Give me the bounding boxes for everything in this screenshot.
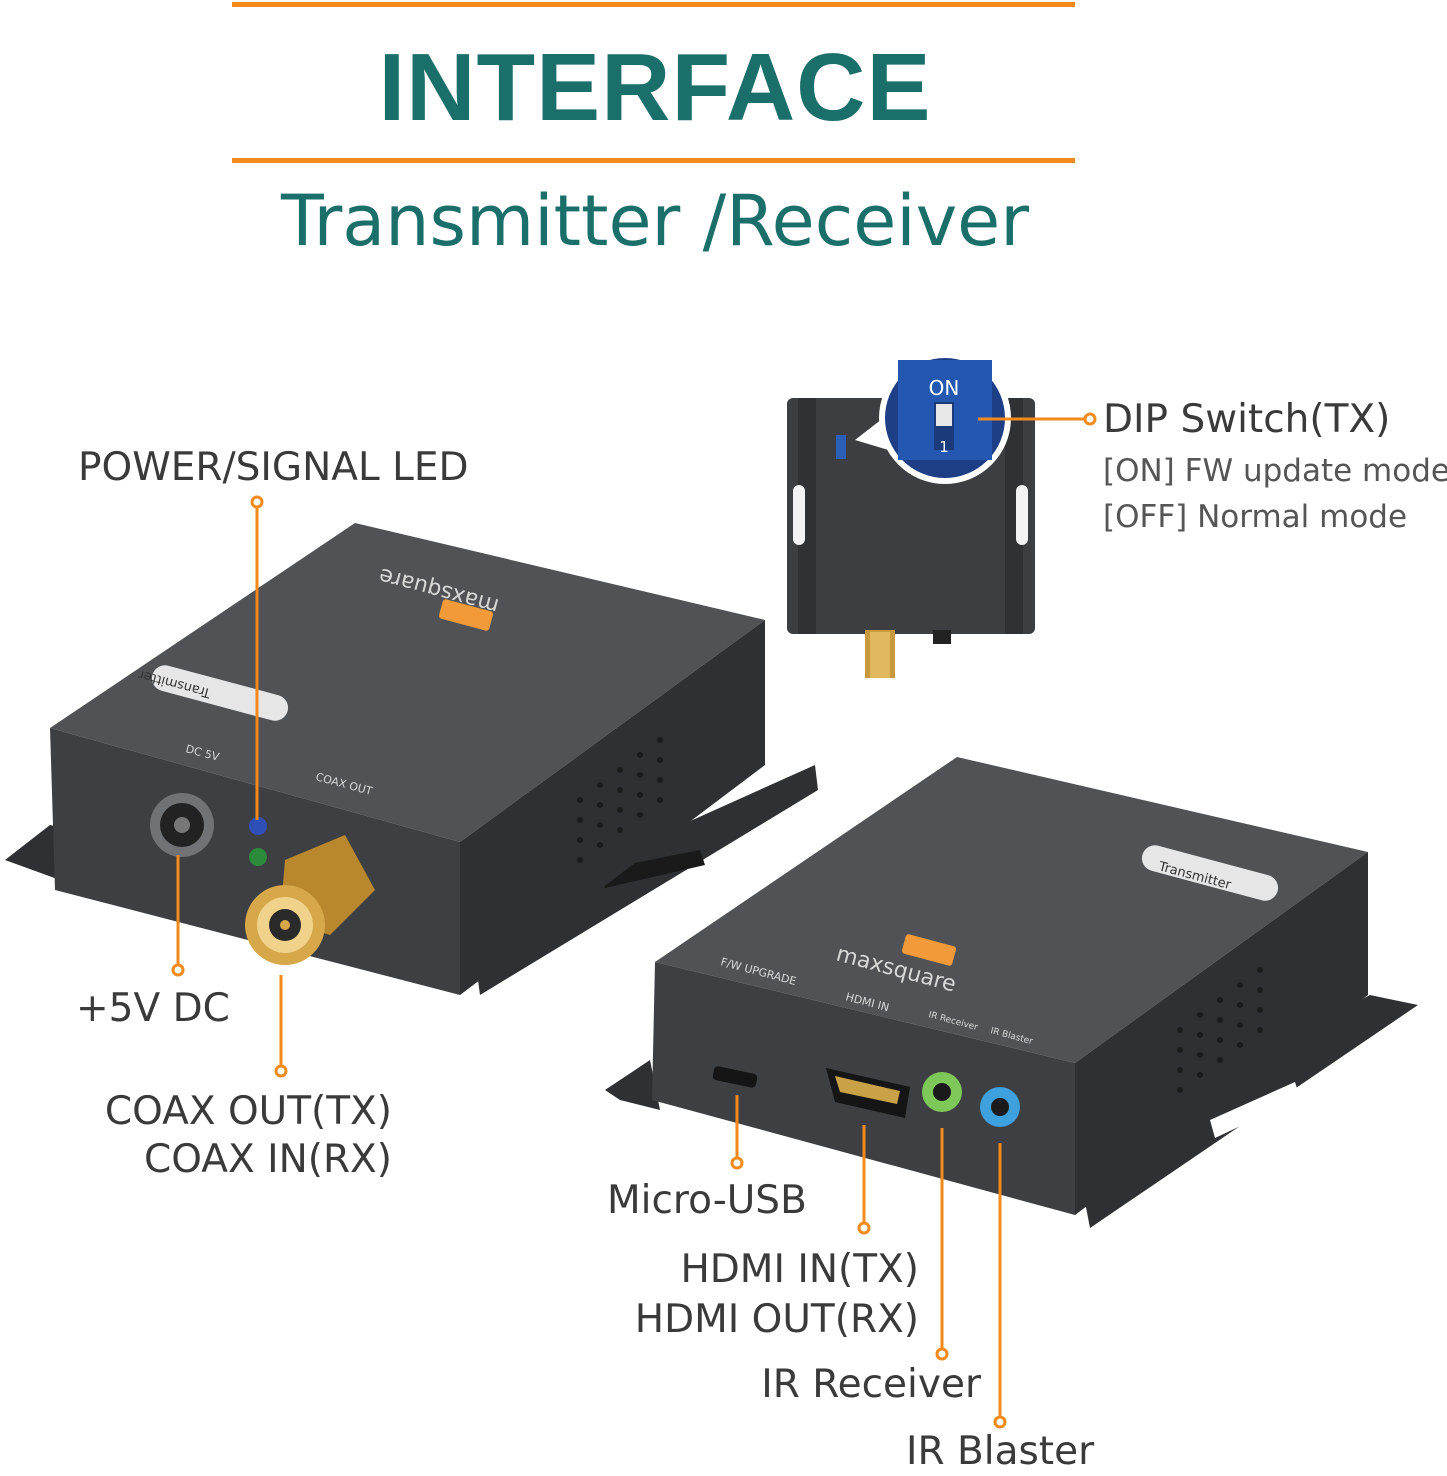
callout-hdmi-in: HDMI IN(TX)	[680, 1247, 919, 1292]
power-led	[249, 817, 267, 835]
right-device-top	[655, 757, 1368, 1063]
dip-on-mode: [ON] FW update mode	[1103, 453, 1447, 489]
callout-dip-switch: DIP Switch(TX)	[1103, 397, 1391, 442]
left-device: maxsquare Transmitter DC 5V COAX OUT	[5, 523, 818, 995]
left-vents	[577, 737, 663, 863]
bnc-connector	[245, 835, 375, 965]
dip-mini	[836, 435, 846, 459]
page-title: INTERFACE	[378, 34, 932, 141]
left-device-top	[50, 523, 765, 842]
micro-usb-port	[712, 1066, 758, 1088]
right-vents	[1177, 967, 1263, 1093]
dip-on-label: ON	[929, 376, 960, 400]
left-transmitter-badge	[151, 665, 289, 721]
mid-rule	[232, 158, 1075, 163]
callout-ir-receiver: IR Receiver	[761, 1362, 981, 1407]
callout-coax-in: COAX IN(RX)	[144, 1137, 392, 1182]
callout-power-led: POWER/SIGNAL LED	[78, 445, 469, 490]
callout-ir-blaster: IR Blaster	[906, 1429, 1095, 1474]
top-rule	[232, 2, 1075, 7]
signal-led	[249, 848, 267, 866]
callout-micro-usb: Micro-USB	[607, 1178, 807, 1223]
callout-coax-out: COAX OUT(TX)	[104, 1089, 392, 1134]
callout-hdmi-out: HDMI OUT(RX)	[634, 1297, 919, 1342]
right-logo	[901, 934, 957, 966]
right-device-side	[1075, 852, 1368, 1215]
page-subtitle: Transmitter /Receiver	[280, 180, 1030, 262]
dip-toggle	[936, 404, 952, 426]
callout-dc: +5V DC	[76, 986, 230, 1031]
dip-off-mode: [OFF] Normal mode	[1103, 499, 1408, 535]
dip-device: ON 1	[787, 352, 1035, 678]
dip-position-label: 1	[939, 438, 949, 456]
callout-lines	[171, 412, 1097, 1429]
left-device-side	[460, 620, 765, 995]
right-device: Transmitter maxsquare F/W UPGRADE HDMI I…	[605, 757, 1418, 1228]
left-flange-right	[470, 765, 818, 995]
right-transmitter-badge	[1141, 845, 1279, 901]
